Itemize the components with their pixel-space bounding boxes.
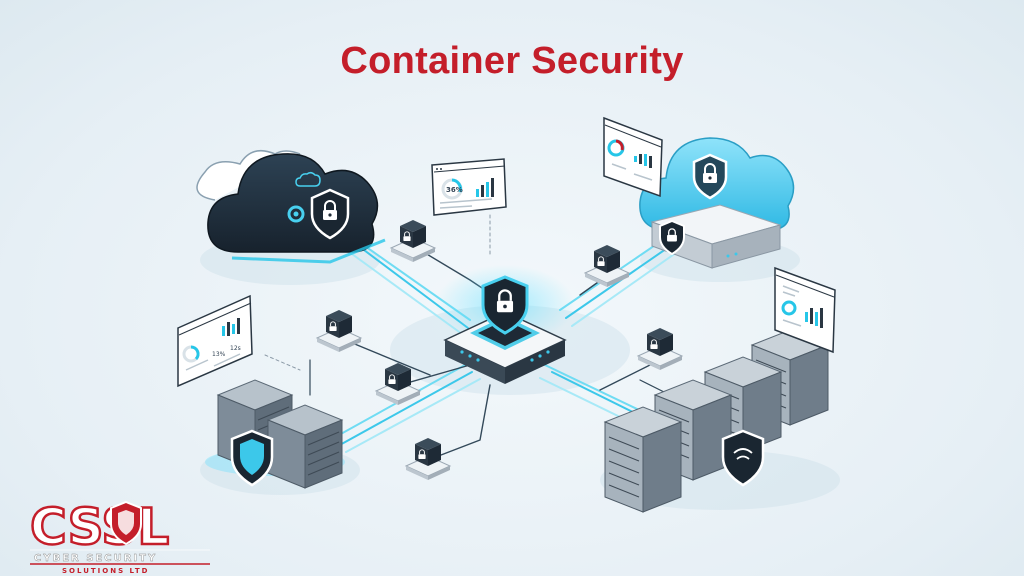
panel-percent-value: 36% (446, 186, 463, 194)
gear-icon (287, 205, 305, 223)
shield-lock-icon (481, 275, 529, 335)
container-cube (636, 328, 684, 370)
panel-value-1: 13% (212, 351, 226, 358)
server-rack (603, 406, 683, 513)
container-cube (374, 363, 422, 405)
left-server-cluster (205, 379, 345, 489)
container-cube (404, 438, 452, 480)
server-rack (266, 404, 344, 489)
panel-value-2: 12s (230, 345, 241, 352)
dashboard-panel-top-right (603, 116, 663, 198)
shield-lock-icon (659, 219, 685, 256)
page-title: Container Security (340, 40, 684, 82)
cloud-upload-icon (295, 171, 321, 187)
shield-icon (721, 429, 765, 487)
central-security-hub (435, 265, 575, 384)
logo-letters: CSSL (30, 498, 169, 556)
shield-lock-icon (310, 188, 350, 240)
shield-icon (230, 429, 274, 487)
container-cubes (315, 220, 684, 480)
shield-lock-icon (692, 153, 728, 200)
container-cube (315, 310, 363, 352)
dashboard-panel-top-center: 36% (431, 158, 507, 216)
right-server-cluster (603, 329, 830, 513)
logo-line-2: SOLUTIONS LTD (62, 567, 149, 575)
dashboard-panel-right (774, 266, 836, 354)
public-cloud (639, 137, 795, 269)
logo-line-1: CYBER SECURITY (34, 553, 157, 564)
dashboard-panel-left: 13% 12s (177, 294, 253, 388)
container-cube (583, 245, 631, 287)
company-logo: CSSL CYBER SECURITY SOLUTIONS LTD (29, 497, 210, 575)
private-cloud (196, 149, 386, 264)
shield-icon (110, 500, 142, 546)
container-cube (389, 220, 437, 262)
